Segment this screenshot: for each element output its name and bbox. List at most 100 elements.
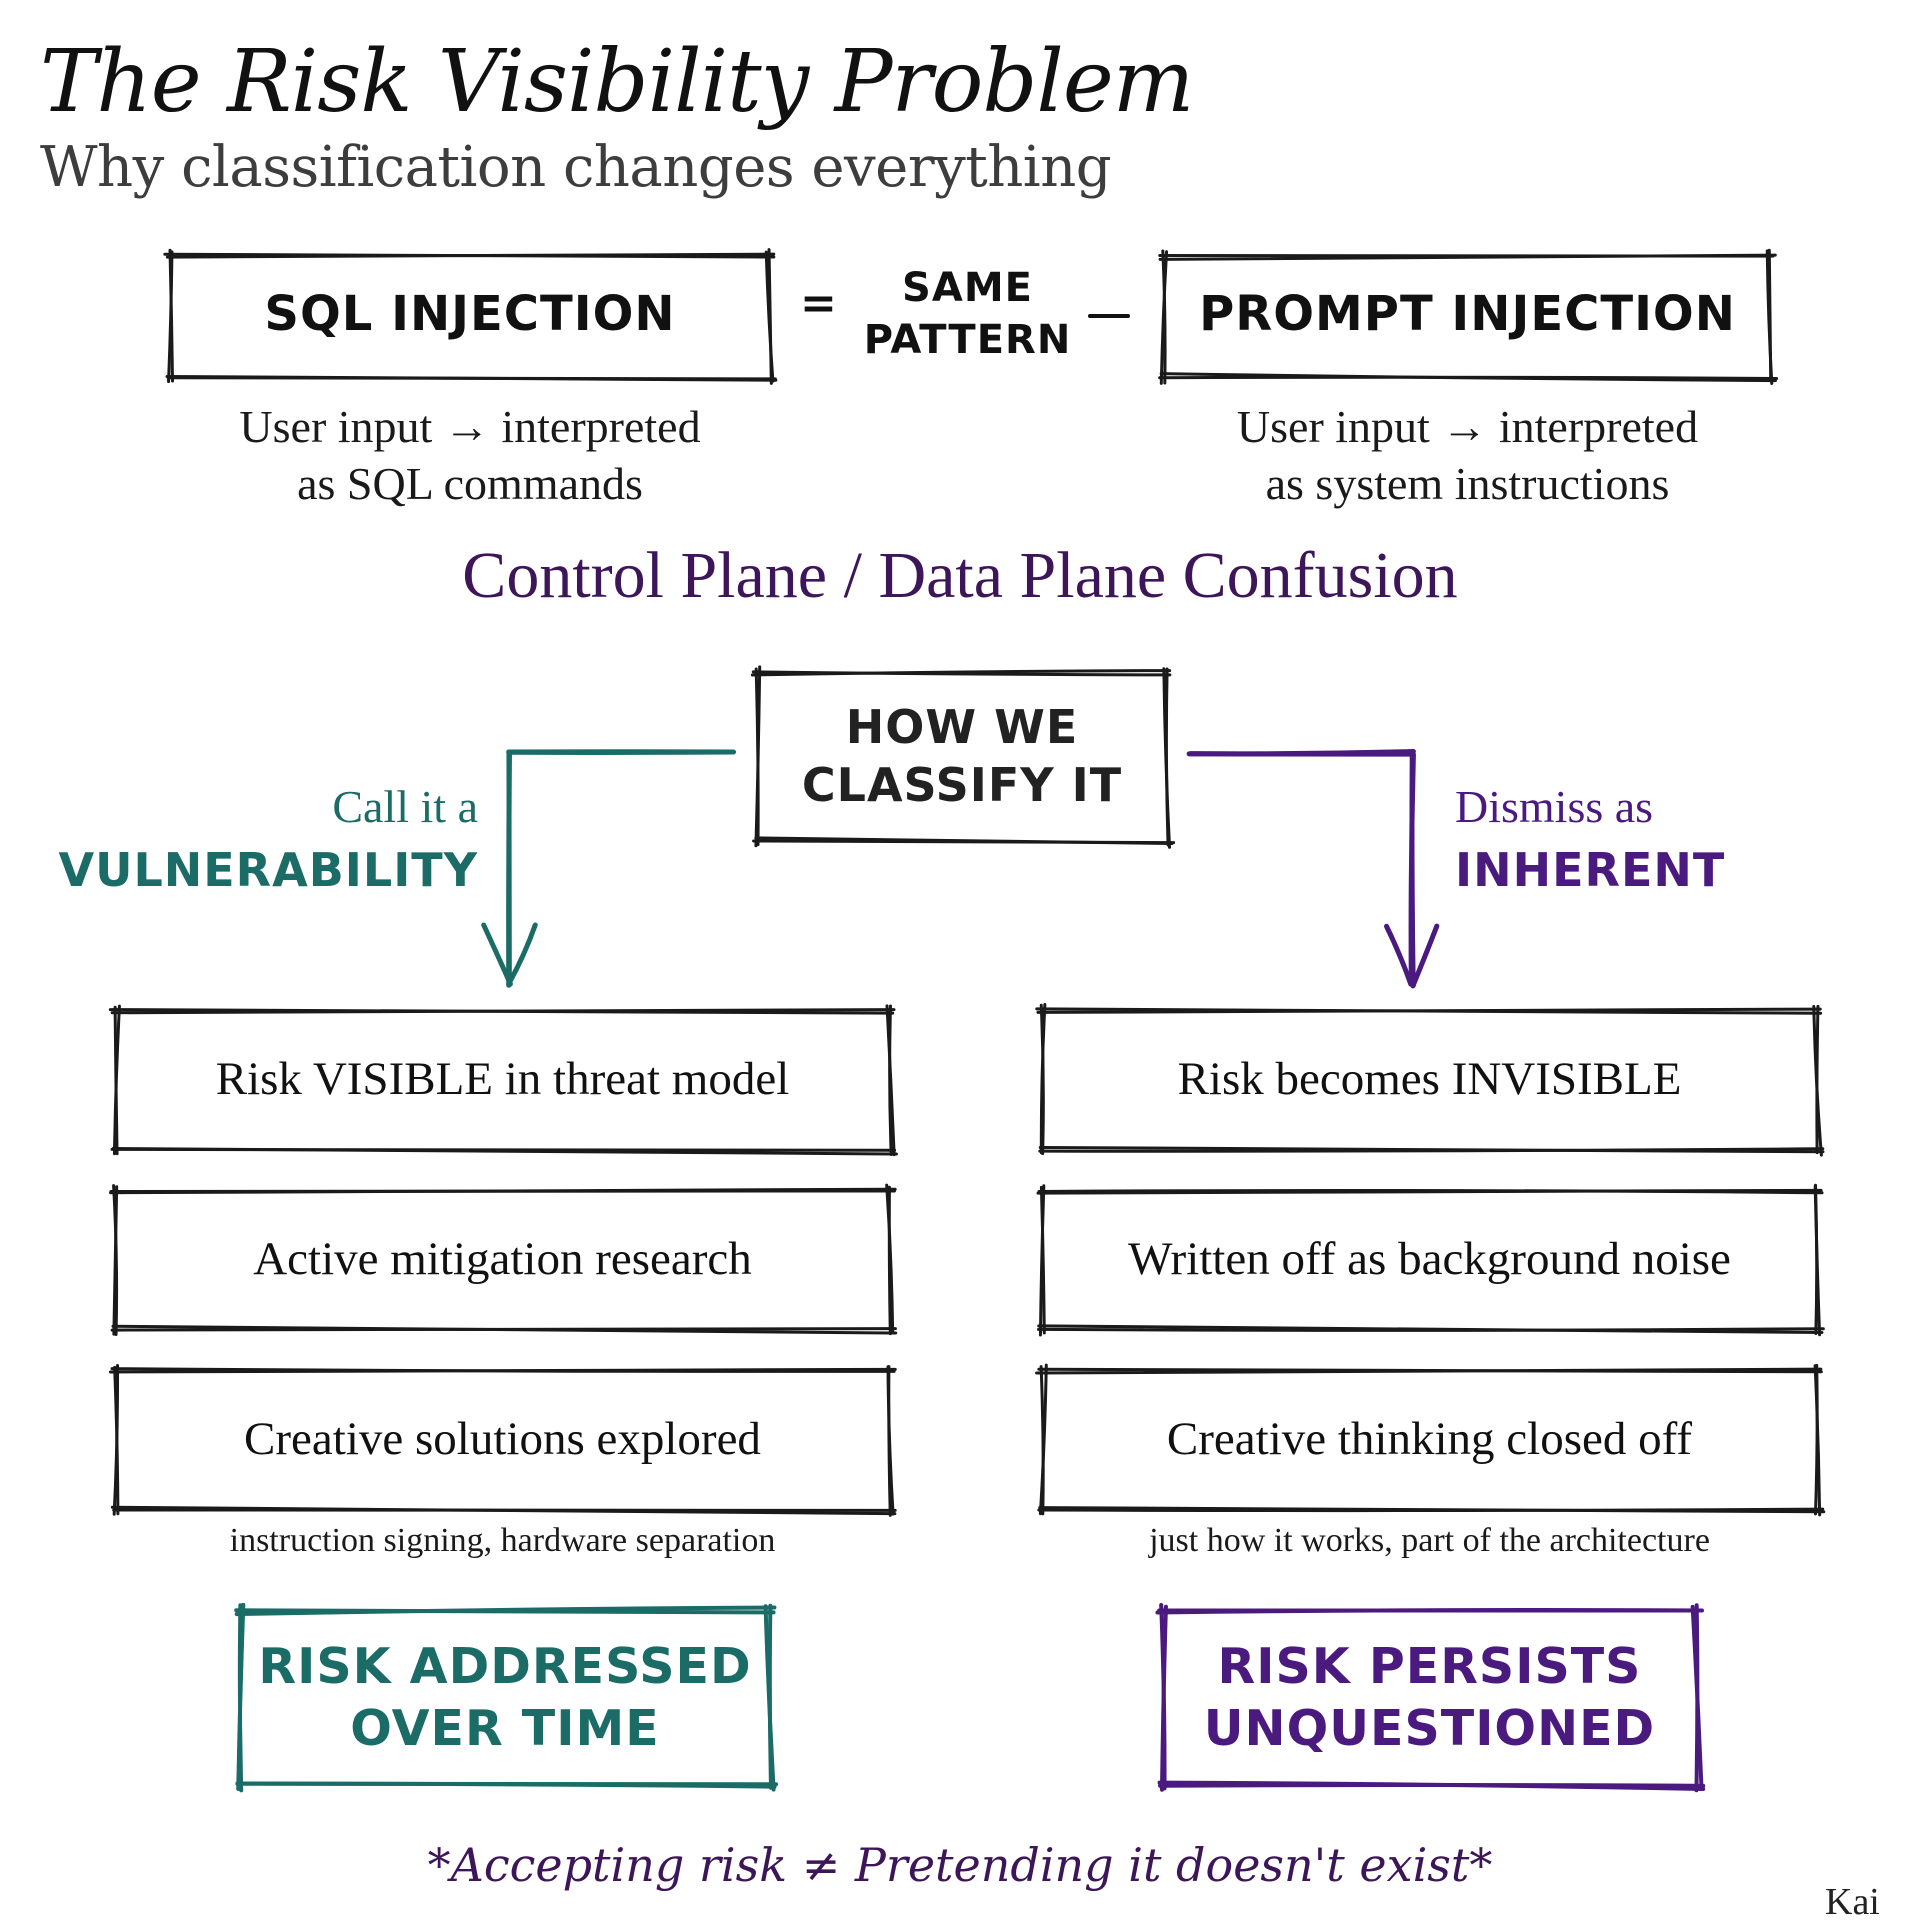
vulnerability-arrow-head-right [509,925,536,984]
right-item-box-2-edge-top [1039,1191,1822,1193]
sql-caption-line2: as SQL commands [170,455,770,512]
right-item-2-text: Written off as background noise [1128,1233,1731,1285]
left-result-line1: RISK ADDRESSED [240,1636,770,1698]
sql-injection-box: SQL INJECTION [170,286,770,342]
classify-box-edge-bottom [756,838,1172,844]
left-item-box-2-edge-bottom [113,1326,896,1333]
left-item-2: Active mitigation research [115,1232,890,1286]
right-item-box-2-edge-bottom [1039,1326,1822,1333]
right-item-box-3-edge-bottom [1039,1509,1823,1510]
left-item-box-3-edge-top [110,1369,895,1372]
left-note-text: instruction signing, hardware separation [230,1522,776,1559]
classify-box-edge-bottom [754,841,1174,843]
prompt-caption-line1: User input → interpreted [1165,398,1770,455]
prompt-box-edge-top [1160,255,1775,259]
inherent-arrow-shaft [1412,754,1413,986]
page-title: The Risk Visibility Problem [40,32,1193,132]
vulnerability-arrow-shaft [509,753,510,985]
right-note: just how it works, part of the architect… [1042,1522,1817,1560]
sql-box-edge-top [167,254,773,257]
right-item-box-1-edge-top [1038,1009,1820,1012]
left-result-box-edge-top [236,1610,773,1612]
left-item-box-3-edge-bottom [112,1507,895,1513]
left-item-3: Creative solutions explored [115,1412,890,1466]
prompt-box-edge-top [1160,255,1773,256]
signature: Kai [1825,1880,1880,1924]
footer-quote: *Accepting risk ≠ Pretending it doesn't … [0,1838,1920,1892]
inherent-arrow-shaft [1191,752,1414,754]
same-pattern-line2: PATTERN [855,314,1080,366]
inherent-arrow-head-left [1386,926,1410,984]
right-item-3: Creative thinking closed off [1042,1412,1817,1466]
left-result-box: RISK ADDRESSED OVER TIME [240,1636,770,1760]
right-result-box-edge-bottom [1160,1783,1704,1789]
left-item-2-text: Active mitigation research [253,1233,752,1285]
right-branch-keyword: INHERENT [1455,843,1725,897]
inherent-arrow-head-right [1413,926,1437,986]
classify-box: HOW WE CLASSIFY IT [757,698,1167,814]
prompt-box-edge-bottom [1161,374,1775,381]
left-item-box-1-edge-top [110,1010,892,1014]
right-item-box-1-edge-right [1817,1006,1818,1152]
right-branch-label: Dismiss as INHERENT [1455,780,1725,897]
left-item-box-2-edge-bottom [112,1329,895,1331]
same-pattern-label: SAME PATTERN [855,262,1080,366]
page-subtitle: Why classification changes everything [40,135,1111,200]
left-branch-prefix: Call it a [40,780,478,833]
left-item-box-1-edge-bottom [113,1148,896,1154]
left-item-box-3-edge-top [112,1369,894,1372]
right-item-2: Written off as background noise [1042,1232,1817,1286]
left-result-box-edge-bottom [237,1783,774,1786]
right-result-line1: RISK PERSISTS [1162,1636,1697,1698]
right-note-text: just how it works, part of the architect… [1149,1522,1710,1559]
left-result-box-edge-bottom [238,1784,776,1785]
left-item-1-text: Risk VISIBLE in threat model [216,1053,790,1105]
left-item-box-2-edge-top [111,1189,896,1193]
left-item-3-text: Creative solutions explored [244,1413,761,1465]
left-item-box-1-edge-top [112,1010,894,1013]
right-item-box-2-edge-bottom [1039,1329,1824,1331]
left-branch-keyword: VULNERABILITY [40,843,478,897]
sql-caption-line1: User input → interpreted [170,398,770,455]
prompt-injection-caption: User input → interpreted as system instr… [1165,398,1770,512]
right-item-1-text: Risk becomes INVISIBLE [1178,1053,1682,1105]
sql-injection-label: SQL INJECTION [264,286,675,342]
right-result-box-edge-top [1157,1610,1702,1612]
right-item-box-3-edge-bottom [1040,1508,1824,1512]
sql-injection-caption: User input → interpreted as SQL commands [170,398,770,512]
right-item-3-text: Creative thinking closed off [1167,1413,1692,1465]
right-result-line2: UNQUESTIONED [1162,1698,1697,1760]
prompt-injection-label: PROMPT INJECTION [1199,286,1736,342]
left-item-box-2-edge-top [111,1191,895,1192]
prompt-box-edge-bottom [1160,377,1777,378]
classify-line2: CLASSIFY IT [757,756,1167,814]
right-item-box-3-edge-top [1039,1369,1822,1372]
dash-connector [1088,314,1130,318]
equals-sign: = [800,278,838,329]
classify-line1: HOW WE [757,698,1167,756]
inherent-arrow-shaft [1411,754,1413,983]
sql-box-edge-bottom [168,378,775,379]
vulnerability-arrow-head-left [484,925,511,984]
left-item-box-3-edge-bottom [114,1510,895,1511]
right-item-box-2-edge-top [1038,1190,1821,1193]
section-header: Control Plane / Data Plane Confusion [0,538,1920,614]
right-item-box-1-edge-bottom [1040,1149,1823,1151]
sql-box-edge-top [165,254,774,257]
left-note: instruction signing, hardware separation [115,1522,890,1560]
same-pattern-line1: SAME [855,262,1080,314]
left-result-line2: OVER TIME [240,1698,770,1760]
classify-box-edge-top [752,671,1169,675]
left-result-box-edge-top [237,1608,775,1615]
right-item-box-3-edge-top [1037,1369,1821,1373]
right-item-box-1-edge-bottom [1040,1147,1823,1151]
right-item-box-1-edge-top [1037,1009,1821,1013]
right-result-box-edge-bottom [1160,1785,1703,1786]
right-branch-prefix: Dismiss as [1455,780,1725,833]
left-branch-label: Call it a VULNERABILITY [40,780,478,897]
left-item-1: Risk VISIBLE in threat model [115,1052,890,1106]
sql-box-edge-bottom [167,376,776,380]
prompt-caption-line2: as system instructions [1165,455,1770,512]
left-item-box-1-edge-bottom [112,1149,895,1150]
right-item-1: Risk becomes INVISIBLE [1042,1052,1817,1106]
